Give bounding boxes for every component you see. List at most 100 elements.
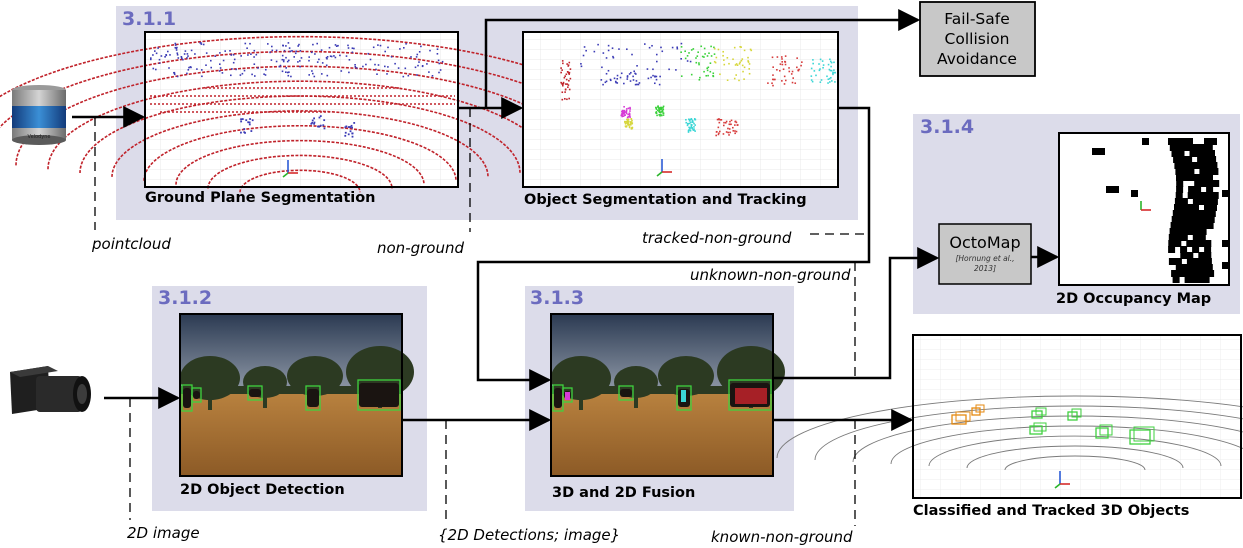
tracked-point (656, 60, 658, 63)
tracked-point (812, 59, 814, 61)
object-point (286, 60, 289, 63)
object-point (183, 53, 186, 55)
object-point (312, 43, 314, 46)
object-point (288, 71, 290, 73)
detection-box (728, 379, 772, 411)
occupied-cell (1204, 240, 1212, 247)
occupied-cell (1192, 246, 1200, 253)
tracked-point (607, 44, 610, 47)
object-point (313, 117, 316, 120)
axis-gizmo (1140, 201, 1151, 211)
object-point (312, 72, 314, 75)
occupied-cell (1186, 252, 1194, 259)
object-point (201, 69, 203, 71)
tracked-point (565, 78, 568, 81)
octomap-title: OctoMap (949, 233, 1020, 252)
object-point (168, 67, 170, 69)
tracked-point (719, 130, 721, 133)
occupied-cell (1202, 210, 1210, 217)
tracked-point (567, 64, 570, 66)
tracked-point (794, 82, 797, 85)
tracked-point (646, 68, 649, 70)
tracked-point (690, 49, 693, 51)
object-point (416, 74, 418, 76)
occupied-cell (1169, 228, 1177, 235)
tracked-point (563, 76, 566, 79)
object-point (158, 62, 161, 64)
tracked-point (680, 75, 683, 77)
tracked-point (784, 55, 787, 57)
tracked-point (732, 126, 734, 129)
occupied-cell (1174, 234, 1182, 241)
occupied-cell (1199, 144, 1207, 151)
tracked-point (742, 70, 744, 73)
occupied-cell (1183, 270, 1191, 277)
tracked-point (813, 70, 816, 72)
object-point (241, 72, 244, 75)
occupied-cell (1204, 246, 1212, 253)
tracked-point (732, 130, 735, 132)
tracked-point (743, 49, 746, 52)
occupied-cell (1177, 270, 1185, 277)
object-point (345, 55, 348, 57)
occupied-cell (1204, 198, 1212, 205)
object-point (339, 54, 341, 57)
tracked-point (623, 82, 625, 85)
tracked-point (630, 71, 632, 74)
tracked-point (659, 114, 662, 116)
arrow-fusion-to-octomap (773, 247, 940, 380)
tracked-point (605, 57, 608, 59)
object-point (387, 46, 389, 49)
object-point (318, 125, 320, 128)
tracked-point (658, 83, 661, 86)
tracked-point (687, 123, 690, 125)
occupied-cell (1177, 216, 1185, 223)
tracked-point (706, 55, 709, 57)
tracked-point (655, 75, 658, 78)
tracked-point (565, 83, 567, 85)
detection-box (247, 385, 263, 401)
tracked-point (659, 75, 661, 78)
octomap-citation-line-1: [Hornung et al., (955, 254, 1014, 263)
object-point (310, 122, 313, 125)
label-leaders (94, 108, 869, 526)
tracked-point (561, 69, 563, 71)
occupied-cell (1168, 246, 1176, 253)
occupied-cell (1186, 204, 1193, 211)
object-point (247, 121, 250, 124)
occupied-cell (1205, 264, 1213, 271)
occupied-cell (1192, 234, 1200, 241)
tracked-point (671, 46, 674, 49)
object-point (214, 55, 217, 57)
ground-ring (111, 110, 489, 177)
tree-trunk (634, 394, 638, 408)
object-point (347, 47, 350, 49)
object-point (186, 53, 189, 55)
scan-ring (1004, 455, 1146, 471)
tracked-point (693, 126, 695, 128)
tracked-point (569, 77, 572, 80)
tracked-point (791, 81, 794, 84)
tracked-point (701, 55, 704, 58)
object-point (240, 118, 242, 121)
occupied-cell (1179, 156, 1187, 163)
object-point (289, 50, 292, 53)
tracked-point (828, 77, 831, 80)
tracked-point (629, 106, 631, 109)
tracked-point (811, 80, 814, 83)
occupied-cell (1187, 264, 1195, 271)
tracked-point (651, 44, 653, 47)
occupied-cell (1204, 258, 1212, 265)
tracked-point (658, 113, 660, 116)
tracked-point (654, 75, 656, 78)
tracked-point (621, 115, 623, 118)
occupied-cell (1190, 210, 1198, 217)
object-point (233, 58, 236, 61)
occupied-cell (1188, 186, 1196, 193)
tracked-point (818, 63, 820, 65)
tracked-point (728, 134, 730, 136)
object-point (241, 118, 244, 120)
object-point (314, 53, 316, 55)
object-point (318, 116, 321, 119)
object-point (428, 71, 430, 73)
